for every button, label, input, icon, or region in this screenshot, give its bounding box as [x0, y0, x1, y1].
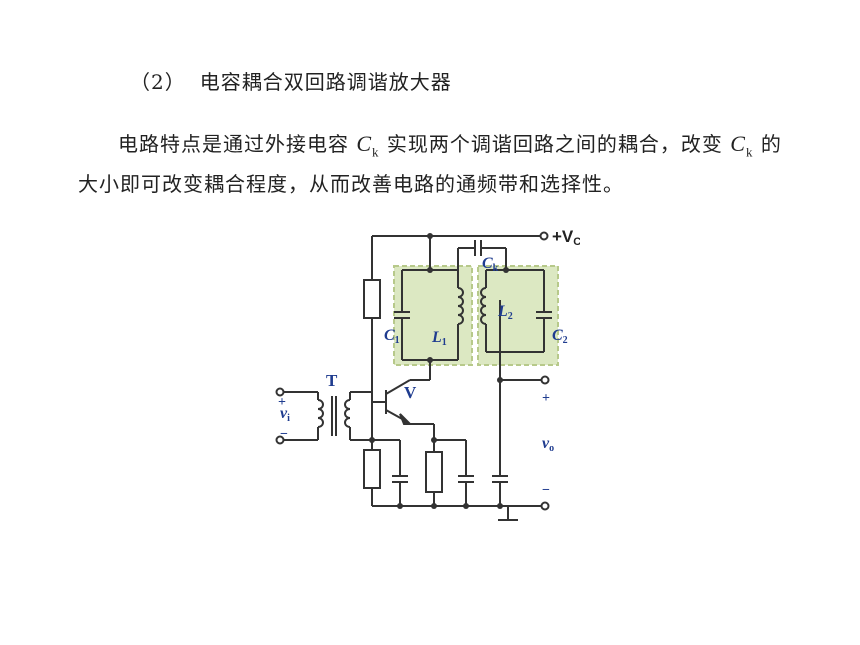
inductor-l2: [480, 287, 487, 325]
transformer-secondary: [344, 399, 351, 428]
label-c2: C2: [552, 327, 568, 346]
label-vi: vi: [280, 405, 290, 424]
transformer-primary: [317, 399, 324, 428]
inductor-l1: [457, 287, 464, 325]
section-heading: （2） 电容耦合双回路调谐放大器: [130, 66, 452, 95]
label-vi-minus: −: [280, 427, 288, 442]
para-text-3: 的大小即可改变耦合程度，从而改善电路的通频带和选择性。: [78, 132, 782, 197]
label-vi-plus: +: [278, 395, 286, 410]
label-vo-plus: +: [542, 391, 550, 406]
label-c1: C1: [384, 327, 400, 346]
emitter-arrow: [399, 413, 413, 425]
label-t: T: [326, 371, 338, 390]
label-vo: vo: [542, 435, 554, 454]
section-number: （2）: [130, 70, 186, 94]
label-vo-minus: −: [542, 483, 550, 498]
var-ck-1: Ck: [356, 131, 380, 160]
emitter-resistor: [425, 451, 443, 493]
description-paragraph: 电路特点是通过外接电容 Ck 实现两个调谐回路之间的耦合，改变 Ck 的大小即可…: [78, 128, 788, 200]
tank2-background: [477, 265, 559, 366]
output-terminal-bottom: [540, 501, 550, 511]
bias-resistor: [363, 449, 381, 489]
input-terminal-bottom: [275, 435, 285, 445]
input-terminal-top: [275, 387, 285, 397]
para-text-1: 电路特点是通过外接电容: [118, 132, 349, 156]
output-terminal-top: [540, 375, 550, 385]
var-ck-2: Ck: [730, 131, 754, 160]
label-v: V: [404, 383, 417, 402]
label-ck: Ck: [482, 255, 499, 274]
collector-resistor: [363, 279, 381, 319]
circuit-diagram: +VCC Ck L1 L2 C1 C2 T V + vi − + vo −: [250, 220, 589, 534]
label-vcc: +VCC: [552, 227, 580, 248]
section-title: 电容耦合双回路调谐放大器: [199, 70, 452, 94]
label-l1: L1: [431, 329, 447, 348]
vcc-terminal: [539, 231, 549, 241]
para-text-2: 实现两个调谐回路之间的耦合，改变: [386, 132, 723, 156]
label-l2: L2: [497, 303, 513, 322]
